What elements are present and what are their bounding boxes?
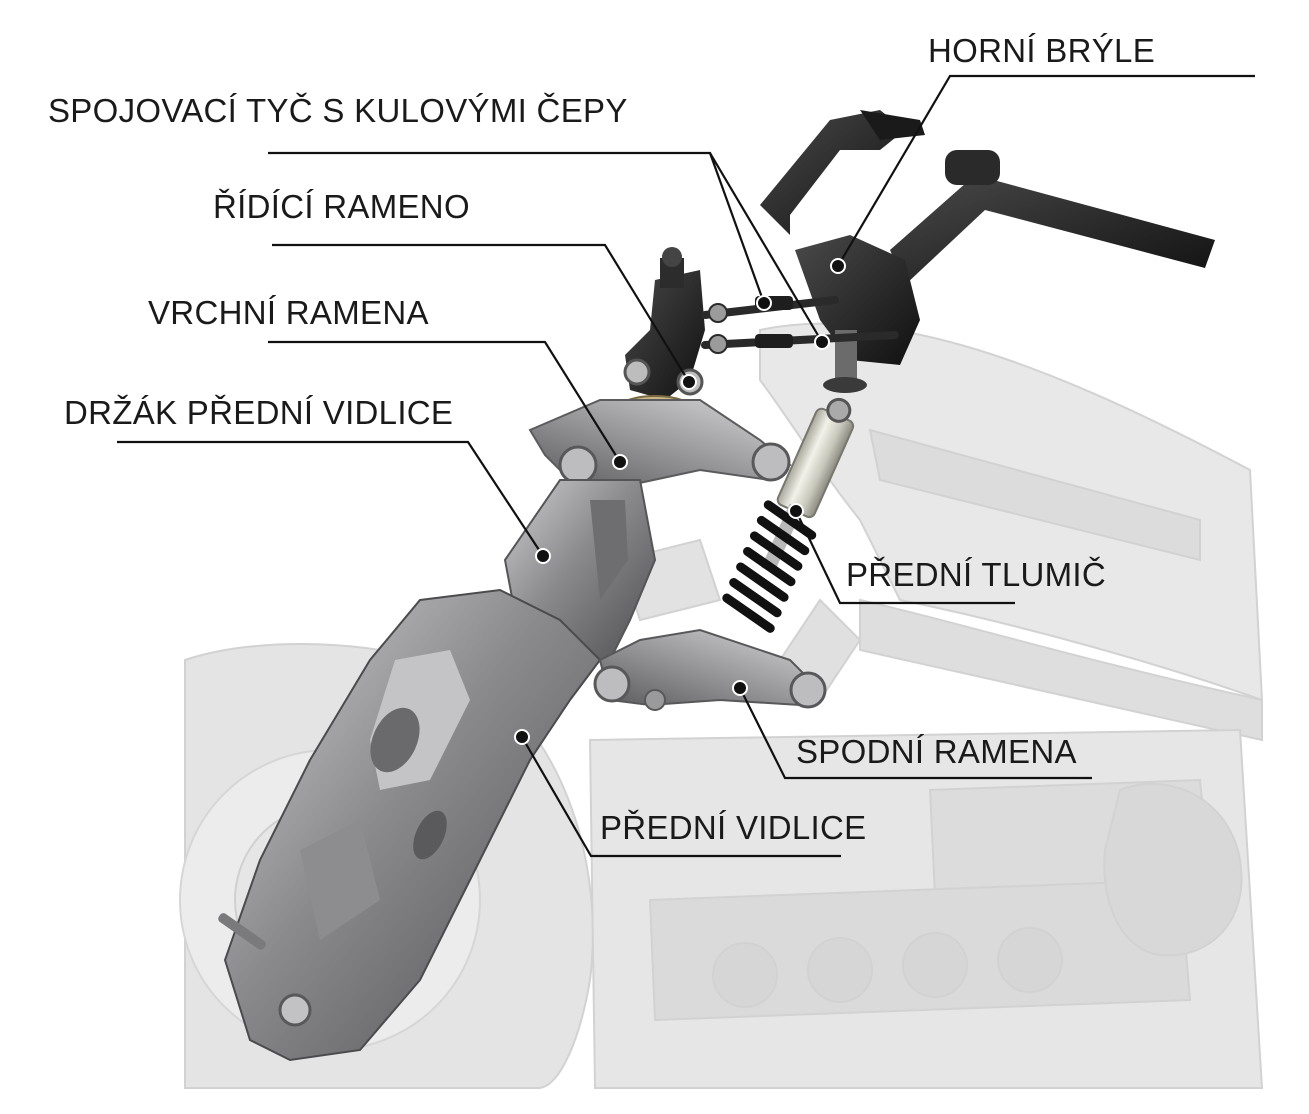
label-predni-vidlice: PŘEDNÍ VIDLICE [600, 809, 867, 846]
marker-drzak [535, 548, 551, 564]
leader-drzak [117, 440, 544, 557]
marker-ridici [681, 374, 697, 390]
callout-markers [514, 258, 846, 745]
leader-spojovaci-tyc-2 [709, 152, 823, 343]
front-shock [722, 397, 855, 633]
marker-horni-bryle [830, 258, 846, 274]
label-drzak-predni-vidlice: DRŽÁK PŘEDNÍ VIDLICE [64, 394, 454, 431]
label-spojovaci-tyc: SPOJOVACÍ TYČ S KULOVÝMI ČEPY [48, 92, 628, 129]
leader-tlumic [795, 510, 1015, 605]
label-vrchni-ramena: VRCHNÍ RAMENA [148, 294, 429, 331]
label-predni-tlumic: PŘEDNÍ TLUMIČ [846, 556, 1106, 593]
label-horni-bryle: HORNÍ BRÝLE [928, 32, 1156, 69]
marker-spojovaci-2 [814, 334, 830, 350]
label-ridici-rameno: ŘÍDÍCÍ RAMENO [213, 188, 470, 225]
leader-vrchni-ramena [268, 340, 621, 463]
leader-ridici-rameno [272, 243, 690, 383]
handlebar-right [890, 175, 1215, 285]
lower-arm [593, 628, 827, 711]
label-spodni-ramena: SPODNÍ RAMENA [796, 733, 1077, 770]
marker-tlumic [788, 503, 804, 519]
upper-arm [528, 399, 792, 487]
leader-spodni [739, 687, 1092, 780]
marker-spojovaci-1 [756, 295, 772, 311]
marker-spodni [732, 680, 748, 696]
front-fork [218, 588, 602, 1062]
leader-horni-bryle [837, 74, 1255, 267]
leader-lines [117, 74, 1255, 858]
marker-vidlice [514, 729, 530, 745]
marker-vrchni [612, 454, 628, 470]
handlebar-left [760, 110, 905, 235]
leader-vidlice [521, 736, 841, 858]
